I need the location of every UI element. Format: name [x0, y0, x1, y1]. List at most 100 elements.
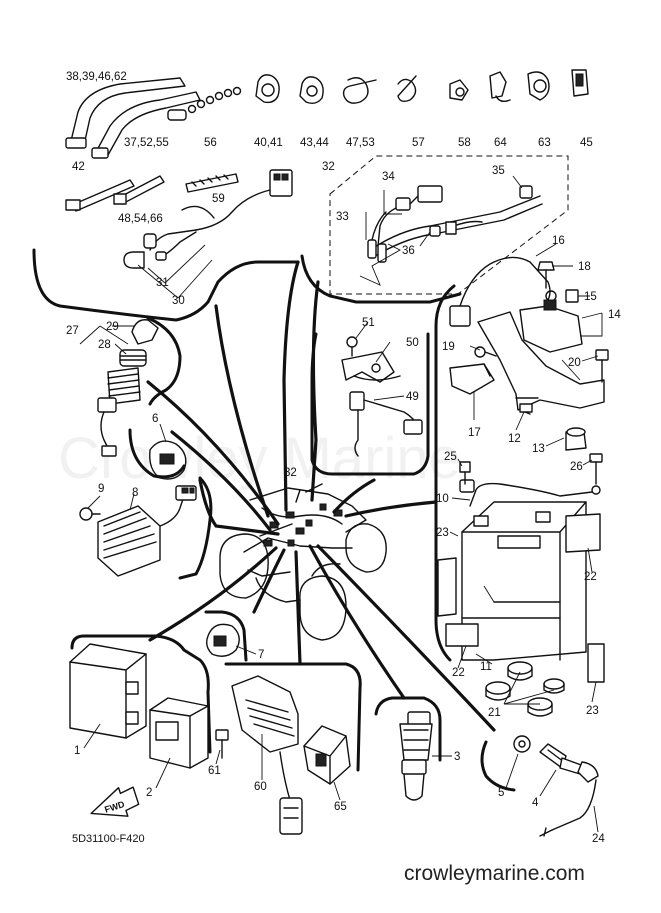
cable-tie-short-48-icon	[113, 175, 165, 205]
callout-36: 36	[402, 245, 415, 257]
callout-50: 50	[406, 337, 419, 349]
group-bracket-left-6	[128, 428, 186, 479]
callout-59: 59	[212, 193, 225, 205]
group-bracket-top-left	[32, 248, 300, 322]
starter-relay-14-icon	[519, 289, 583, 353]
callout-35: 35	[492, 165, 505, 177]
group-bracket-3	[374, 696, 442, 762]
callout-24: 24	[592, 833, 605, 845]
callout-49: 49	[406, 391, 419, 403]
group-bracket-top-mid	[300, 254, 462, 304]
callout-60: 60	[254, 781, 267, 793]
cable-clamp-40-icon	[255, 74, 280, 104]
callout-22-right: 22	[584, 571, 597, 583]
callout-38-39-46-62: 38,39,46,62	[66, 71, 127, 83]
cable-tie-long-icon	[65, 77, 186, 149]
clamp-64-icon	[489, 71, 511, 103]
spark-plug-4-icon	[539, 743, 599, 783]
callout-17: 17	[468, 427, 481, 439]
group-bracket-bottom-left	[70, 634, 212, 754]
clip-45-icon	[571, 69, 589, 97]
wire-clip-57-icon	[397, 75, 417, 103]
callout-2: 2	[146, 787, 152, 799]
site-footer: crowleymarine.com	[404, 862, 585, 885]
switch-49-icon	[349, 391, 423, 457]
callout-34: 34	[382, 171, 395, 183]
callout-20: 20	[568, 357, 581, 369]
bead-chain-icon	[167, 86, 242, 121]
bolt-26-icon	[589, 453, 603, 485]
nut-19-icon	[474, 346, 497, 358]
callout-32-top: 32	[322, 161, 335, 173]
callout-23-right: 23	[586, 705, 599, 717]
group-bracket-60	[224, 662, 362, 772]
atv-vehicle-outline-icon	[219, 483, 387, 641]
callout-7: 7	[258, 649, 264, 661]
callout-45: 45	[580, 137, 593, 149]
callout-26: 26	[570, 461, 583, 473]
washer-5-icon	[513, 735, 531, 753]
spark-plug-cap-3-icon	[399, 711, 433, 801]
flasher-17-icon	[449, 363, 495, 395]
fwd-arrow-icon: FWD	[90, 786, 140, 817]
group-bracket-left-8	[178, 476, 213, 580]
group-bracket-right	[434, 284, 456, 662]
bolt-20-icon	[595, 349, 609, 383]
battery-cable-10-icon	[459, 479, 601, 507]
lead-wire-16-icon	[449, 256, 557, 327]
harness-assy-dashed-box	[329, 155, 569, 295]
relay-65-icon	[303, 725, 351, 785]
callout-3: 3	[454, 751, 460, 763]
group-bracket-7	[204, 610, 248, 662]
relay-6-icon	[149, 440, 187, 480]
callout-12: 12	[508, 433, 521, 445]
bolt-61-icon	[215, 729, 229, 759]
callout-37-52-55: 37,52,55	[124, 137, 169, 149]
callout-15: 15	[584, 291, 597, 303]
wire-clip-47-icon	[342, 77, 377, 104]
callout-9: 9	[98, 483, 104, 495]
callout-51: 51	[362, 317, 375, 329]
group-bracket-left-27	[146, 316, 182, 406]
pad-22-left-icon	[445, 623, 479, 647]
callout-16: 16	[552, 235, 565, 247]
bracket-50-icon	[341, 336, 401, 383]
callout-27: 27	[66, 325, 79, 337]
bolt-25-icon	[459, 461, 471, 485]
callout-labels: 38,39,46,62 37,52,55 56 40,41 43,44 47,5…	[66, 71, 621, 845]
callout-13: 13	[532, 443, 545, 455]
callout-56: 56	[204, 137, 217, 149]
clamp-63-icon	[527, 71, 550, 101]
callout-42: 42	[72, 161, 85, 173]
callout-30: 30	[172, 295, 185, 307]
callout-43-44: 43,44	[300, 137, 329, 149]
callout-23-left: 23	[436, 527, 449, 539]
band-59-icon	[185, 173, 239, 193]
callout-40-41: 40,41	[254, 137, 283, 149]
callout-33: 33	[336, 211, 349, 223]
callout-21: 21	[488, 707, 501, 719]
bolt-18-icon	[537, 261, 555, 289]
callout-25: 25	[444, 451, 457, 463]
sensor-7-icon	[205, 623, 240, 657]
callout-28: 28	[98, 339, 111, 351]
callout-57: 57	[412, 137, 425, 149]
cable-clamp-43-icon	[299, 76, 324, 105]
callout-18: 18	[578, 261, 591, 273]
lead-24-icon	[539, 779, 597, 837]
callout-61: 61	[208, 765, 221, 777]
pad-23-left-icon	[437, 557, 457, 617]
callout-4: 4	[532, 797, 539, 809]
harness-32-icon	[367, 185, 543, 263]
callout-8: 8	[132, 487, 138, 499]
callout-47-53: 47,53	[346, 137, 375, 149]
bolt-9-icon	[79, 507, 101, 521]
callout-31: 31	[156, 277, 169, 289]
group-bracket-5	[480, 740, 516, 792]
ecu-2-icon	[149, 697, 209, 769]
callout-48-54-66: 48,54,66	[118, 213, 163, 225]
callout-58: 58	[458, 137, 471, 149]
cdi-unit-1-icon	[69, 643, 147, 739]
callout-22-left: 22	[452, 667, 465, 679]
